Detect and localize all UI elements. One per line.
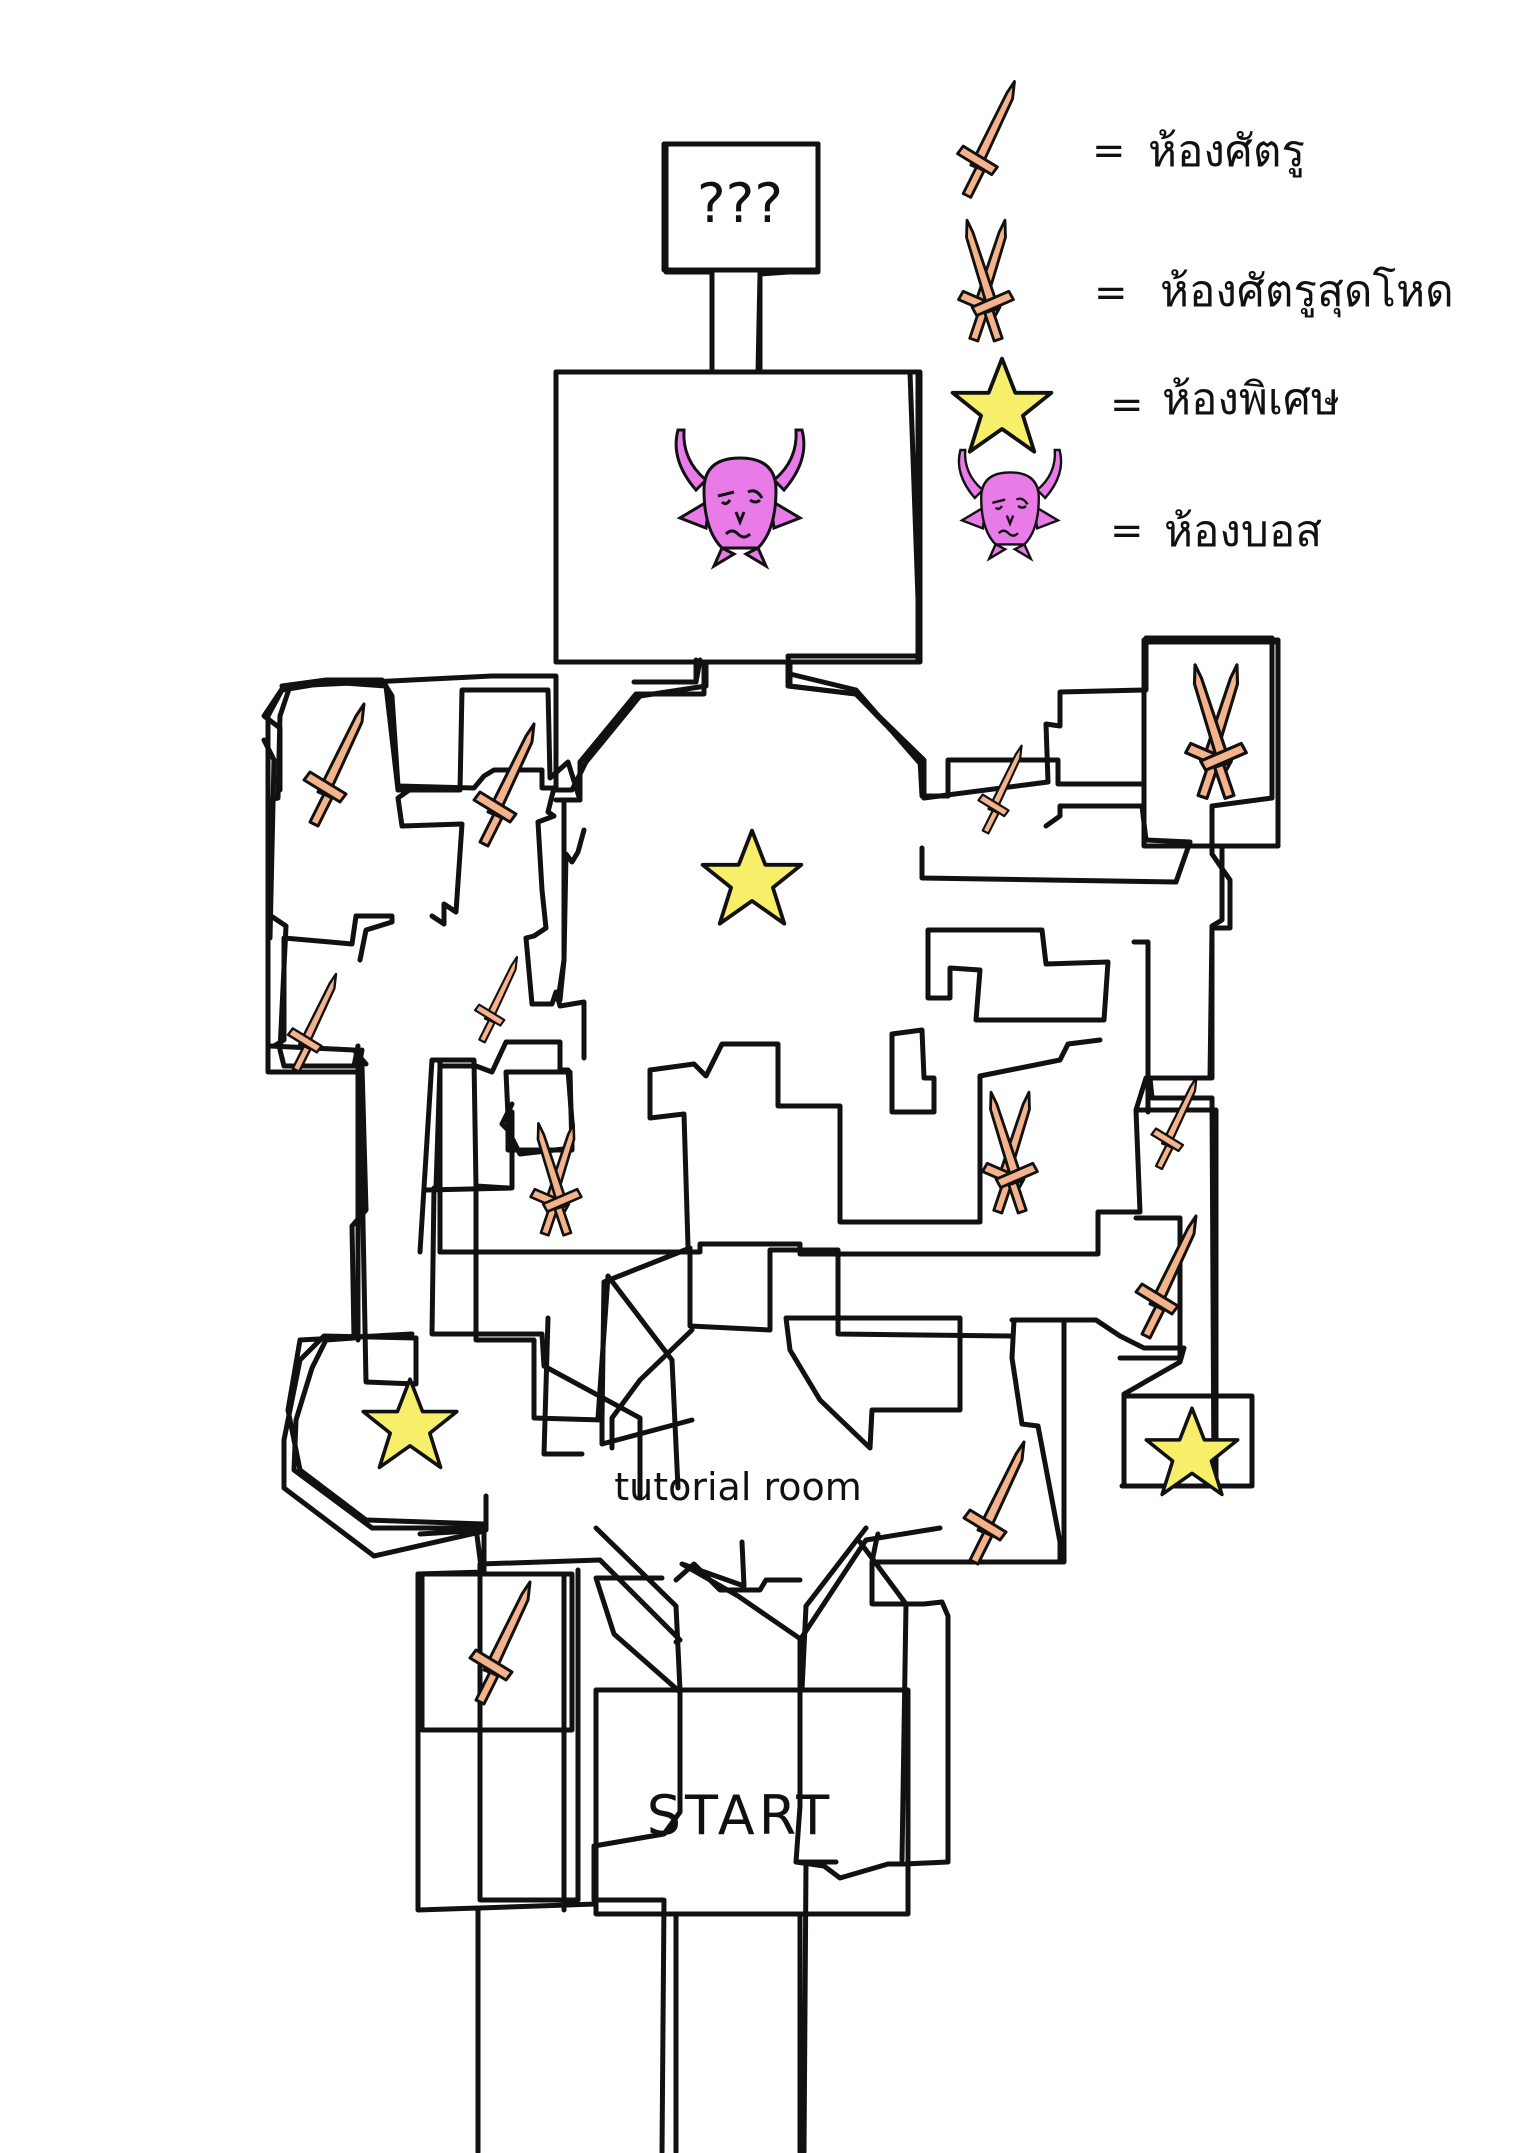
sword-icon [472,722,536,848]
right-lower-wall [1117,1215,1183,1361]
tutorial-right-door [869,1531,881,1565]
dungeon-walls-main [265,141,1281,2153]
legend-sword-icon [956,80,1016,199]
mystery-room-label: ??? [697,172,783,235]
upper-right-corridor [919,803,1193,885]
legend-star-icon [950,356,1054,454]
legend-separator: = [1110,508,1144,554]
legend-label-special-room: ห้องพิเศษ [1162,374,1340,425]
center-corridor-upper [437,1107,1143,1257]
upper-left-wing [279,679,583,1003]
start-corridor-right [799,1525,869,1693]
legend: = ห้องศัตรู = ห้องศัตรูสุดโหด = ห้องพิเศ… [949,80,1454,560]
left-inner-wall [417,1057,511,1255]
legend-label-boss-room: ห้องบอส [1164,506,1322,557]
center-room-left [647,1067,691,1249]
star-icon [1144,1406,1240,1497]
sword-icon [1150,1076,1198,1171]
legend-separator: = [1110,382,1144,428]
dungeon-walls [261,141,1275,2153]
tutorial-curve-wall [285,1331,487,1527]
crossed-swords-icon [1175,665,1258,801]
legend-crossed-swords-icon [949,220,1024,343]
crossed-swords-icon [973,1092,1048,1215]
tutorial-left-door [473,1525,485,1577]
legend-separator: = [1094,270,1128,316]
lower-right-enemy-room [915,1317,1067,1565]
star-icon [700,828,804,926]
sword-icon [302,702,366,828]
sword-icon [286,972,338,1073]
start-room-label: START [647,1784,834,1847]
boss-exit-right [787,659,927,801]
sword-icon [1134,1214,1198,1340]
lower-right-room [783,1315,963,1451]
tutorial-top-wall [541,1315,585,1457]
sword-icon [473,955,519,1044]
upper-right-block [925,927,1111,1023]
start-corridor-left [593,1525,683,1693]
legend-boss-skull-icon [957,448,1063,560]
center-room [647,1037,1103,1225]
boss-skull-icon [674,428,806,568]
special-room-bottom-right [1121,1393,1255,1489]
sword-icon [962,1440,1026,1566]
right-vertical-corridor [1131,939,1151,1115]
start-room [593,1687,911,1917]
legend-separator: = [1092,128,1126,174]
legend-label-brutal-enemy-room: ห้องศัตรูสุดโหด [1160,266,1454,318]
legend-label-enemy-room: ห้องศัตรู [1148,126,1305,178]
right-small-notch [889,1027,937,1115]
boss-room [553,369,923,665]
center-bottom-wall [473,1185,1013,1423]
tutorial-room-label: tutorial room [614,1465,862,1509]
star-icon [361,1377,459,1470]
enemy-room-bottom-left [419,1571,575,1733]
brutal-room-top-right [1141,639,1281,849]
crossed-swords-icon [521,1123,590,1237]
tutorial-slope-wall [609,1327,695,1451]
room-outlines [265,141,1281,2153]
mystery-room [661,141,821,273]
